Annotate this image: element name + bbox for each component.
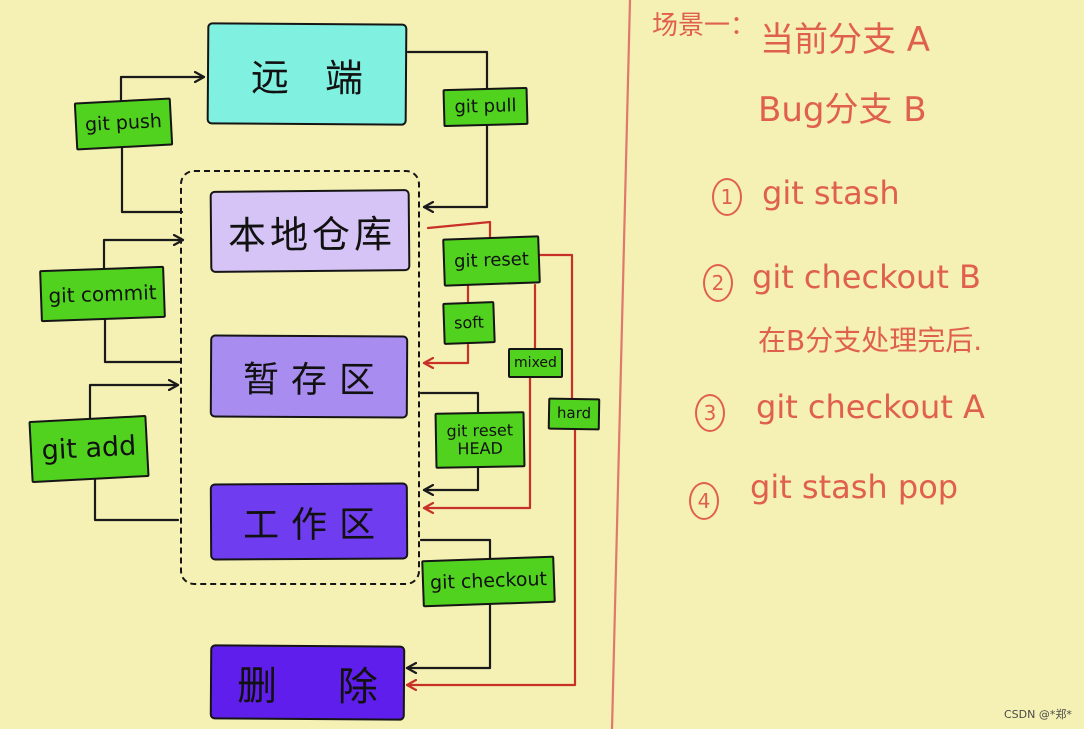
hard-line-in <box>538 253 574 400</box>
pull-line-from-remote <box>406 50 489 90</box>
git-push-tag: git push <box>73 97 174 151</box>
commit-line-from-staging <box>103 318 182 364</box>
staging-area-box: 暂存区 <box>209 334 409 419</box>
after-fix-note: 在B分支处理完后. <box>758 324 983 357</box>
git-push-text: git push <box>84 110 163 137</box>
step-2-circled-number: 2 <box>703 264 733 302</box>
git-reset-head-line1: git reset <box>446 420 514 441</box>
step-2-text: git checkout B <box>752 258 981 296</box>
mixed-arrow-to-working <box>422 376 532 508</box>
step-4-text: git stash pop <box>750 468 959 506</box>
git-reset-tag: git reset <box>442 235 541 287</box>
local-repo-label: 本地仓库 <box>227 211 397 258</box>
reset-head-arrow-to-working <box>422 466 480 490</box>
git-add-tag: git add <box>28 414 150 484</box>
step-3-text: git checkout A <box>756 388 985 426</box>
git-checkout-tag: git checkout <box>421 555 556 608</box>
push-line-from-local <box>120 146 184 214</box>
git-pull-text: git pull <box>454 94 517 118</box>
git-checkout-text: git checkout <box>429 567 548 594</box>
scenario-label: 场景一： <box>652 11 757 41</box>
reset-line-from-local <box>426 220 492 239</box>
soft-text: soft <box>453 312 485 333</box>
remote-box: 远 端 <box>206 22 408 126</box>
remote-label: 远 端 <box>250 55 376 100</box>
delete-label: 删 除 <box>236 663 402 711</box>
watermark: CSDN @*郑* <box>1004 708 1072 721</box>
add-arrow-to-staging <box>88 385 180 420</box>
delete-box: 删 除 <box>209 644 406 721</box>
pull-arrow-to-local <box>422 123 489 207</box>
git-reset-head-line2: HEAD <box>457 438 504 459</box>
push-arrow-to-remote <box>119 77 206 102</box>
step-1-circled-number: 1 <box>712 178 742 216</box>
current-branch-note: 当前分支 A <box>760 20 931 60</box>
step-3-circled-number: 3 <box>695 394 725 432</box>
git-reset-text: git reset <box>453 248 530 272</box>
reset-head-line-from-staging <box>419 391 480 414</box>
git-add-text: git add <box>40 431 138 467</box>
git-reset-head-tag: git reset HEAD <box>434 411 526 469</box>
git-commit-text: git commit <box>48 279 157 308</box>
bug-branch-note: Bug分支 B <box>758 90 927 130</box>
checkout-line-from-working <box>419 538 492 560</box>
checkout-arrow-to-delete <box>405 603 492 668</box>
working-area-label: 工作区 <box>242 504 388 546</box>
working-area-box: 工作区 <box>209 482 409 561</box>
notebook-margin-line <box>610 0 632 729</box>
hard-text: hard <box>556 404 592 423</box>
local-repo-box: 本地仓库 <box>209 189 411 273</box>
hard-tag: hard <box>547 397 601 431</box>
hard-arrow-to-delete <box>405 428 577 685</box>
staging-area-label: 暂存区 <box>242 359 388 401</box>
git-pull-tag: git pull <box>442 86 529 128</box>
step-4-circled-number: 4 <box>689 482 719 520</box>
add-line-from-working <box>93 478 180 522</box>
commit-arrow-to-local <box>102 240 185 270</box>
soft-arrow-to-staging <box>422 343 470 363</box>
local-areas-dashed-frame <box>180 170 420 585</box>
soft-tag: soft <box>442 301 496 345</box>
mixed-text: mixed <box>514 354 557 371</box>
git-commit-tag: git commit <box>39 265 166 323</box>
mixed-tag: mixed <box>508 348 563 378</box>
step-1-text: git stash <box>762 174 900 212</box>
